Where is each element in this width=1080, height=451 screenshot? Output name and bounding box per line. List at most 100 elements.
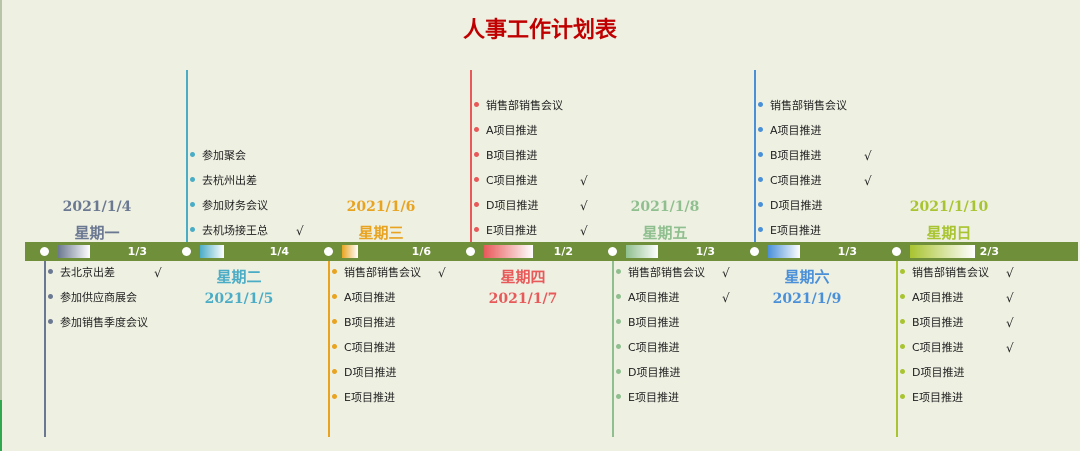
day-marker-icon [466,247,475,256]
task-text: A项目推进 [912,291,964,304]
task-done-mark: √ [864,174,872,188]
task-done-mark: √ [296,224,304,238]
progress-fill [910,245,975,258]
bullet-icon [474,152,479,157]
task-text: B项目推进 [770,149,822,162]
day-date: 2021/1/5 [204,291,274,307]
task-item: B项目推进 [616,316,680,330]
task-done-mark: √ [580,199,588,213]
left-edge-top [0,0,2,400]
task-item: E项目推进 [616,391,679,405]
task-text: 销售部销售会议 [912,266,989,279]
bullet-icon [474,102,479,107]
task-done-mark: √ [1006,266,1014,280]
task-text: C项目推进 [912,341,964,354]
task-text: B项目推进 [344,316,396,329]
bullet-icon [900,369,905,374]
bullet-icon [190,227,195,232]
task-text: C项目推进 [344,341,396,354]
task-text: A项目推进 [486,124,538,137]
day-marker-icon [182,247,191,256]
day-weekday: 星期四 [500,268,546,286]
bullet-icon [332,344,337,349]
day-date: 2021/1/10 [909,199,989,215]
day-weekday: 星期二 [216,268,262,286]
bullet-icon [616,344,621,349]
task-text: D项目推进 [628,366,681,379]
task-item: A项目推进 [474,124,538,138]
task-text: E项目推进 [770,224,821,237]
task-text: E项目推进 [486,224,537,237]
task-text: 去机场接王总 [202,224,268,237]
day-marker-icon [608,247,617,256]
bullet-icon [474,202,479,207]
task-item: C项目推进 [900,341,964,355]
day-weekday: 星期日 [926,224,972,242]
task-item: D项目推进 [616,366,680,380]
page-title: 人事工作计划表 [462,18,617,43]
bullet-icon [900,294,905,299]
task-item: B项目推进 [474,149,538,163]
day-weekday: 星期三 [358,224,404,242]
task-text: E项目推进 [628,391,679,404]
bullet-icon [900,344,905,349]
progress-label: 1/3 [127,245,147,258]
bullet-icon [900,394,905,399]
bullet-icon [48,269,53,274]
task-item: D项目推进 [332,366,396,380]
task-done-mark: √ [1006,291,1014,305]
task-text: A项目推进 [770,124,822,137]
task-item: A项目推进 [616,291,680,305]
task-text: C项目推进 [628,341,680,354]
task-item: E项目推进 [474,224,537,238]
task-item: D项目推进 [758,199,822,213]
bullet-icon [190,202,195,207]
progress-label: 2/3 [979,245,999,258]
task-text: B项目推进 [912,316,964,329]
timeline-band [25,242,1078,261]
task-item: 参加供应商展会 [48,291,137,305]
task-item: D项目推进 [474,199,538,213]
task-item: 参加财务会议 [190,199,268,213]
task-done-mark: √ [722,291,730,305]
day-date: 2021/1/6 [346,199,416,215]
task-text: B项目推进 [628,316,680,329]
task-text: 参加销售季度会议 [60,316,148,329]
day-date: 2021/1/8 [630,199,700,215]
task-item: C项目推进 [758,174,822,188]
progress-label: 1/4 [269,245,289,258]
progress-bar: 1/3 [626,245,723,258]
bullet-icon [616,394,621,399]
bullet-icon [190,177,195,182]
task-item: C项目推进 [474,174,538,188]
task-item: 去北京出差 [48,266,115,280]
task-item: 销售部销售会议 [900,266,989,280]
task-text: 去北京出差 [60,266,115,279]
bullet-icon [758,227,763,232]
bullet-icon [474,227,479,232]
task-item: B项目推进 [900,316,964,330]
task-text: A项目推进 [628,291,680,304]
task-done-mark: √ [722,266,730,280]
task-text: 销售部销售会议 [628,266,705,279]
task-item: 销售部销售会议 [758,99,847,113]
task-done-mark: √ [154,266,162,280]
bullet-icon [616,294,621,299]
progress-fill [58,245,90,258]
task-text: 参加财务会议 [202,199,268,212]
day-marker-icon [40,247,49,256]
task-text: 去杭州出差 [202,174,257,187]
bullet-icon [616,369,621,374]
bullet-icon [900,319,905,324]
task-item: B项目推进 [332,316,396,330]
task-item: D项目推进 [900,366,964,380]
day-timeline-line [612,261,614,437]
progress-label: 1/6 [411,245,431,258]
task-text: B项目推进 [486,149,538,162]
task-item: 去机场接王总 [190,224,268,238]
task-item: A项目推进 [332,291,396,305]
progress-bar: 1/6 [342,245,439,258]
task-text: E项目推进 [344,391,395,404]
day-timeline-line [896,261,898,437]
task-text: A项目推进 [344,291,396,304]
